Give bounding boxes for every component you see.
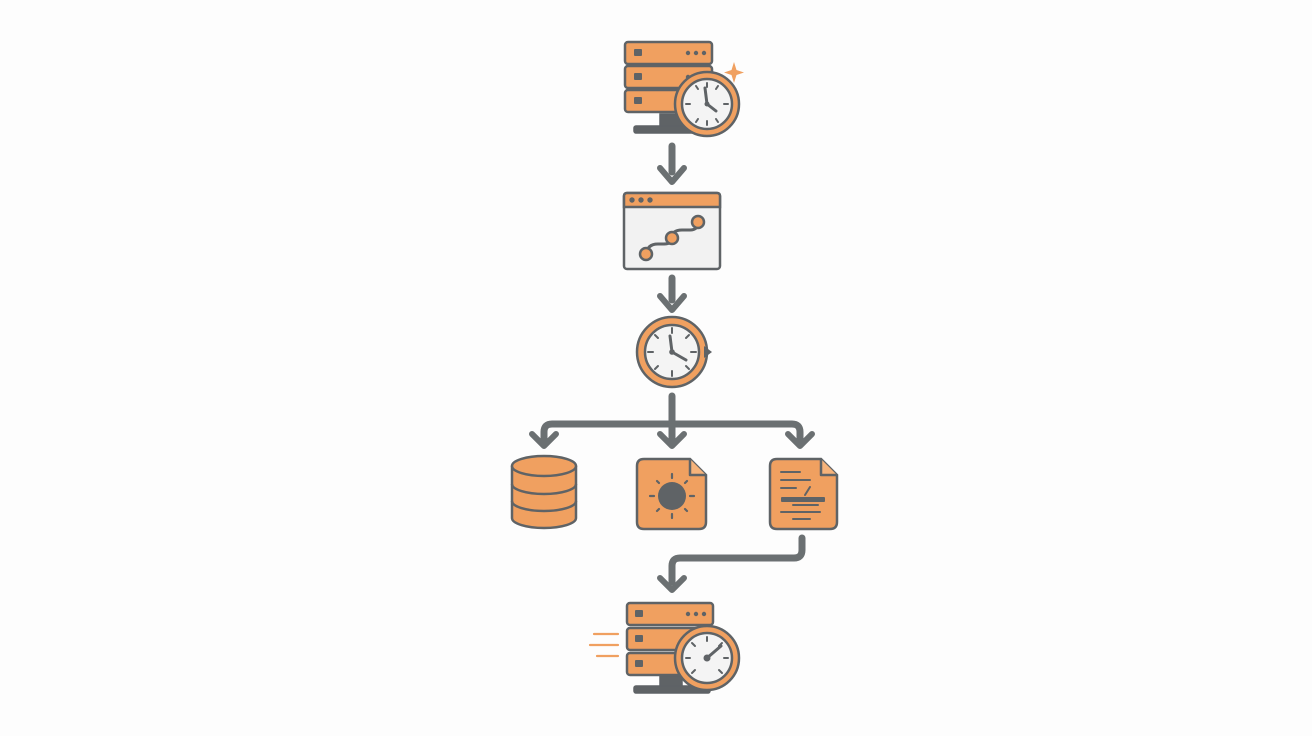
edge-clock-to-image-file — [657, 431, 687, 449]
speed-lines-icon — [588, 632, 620, 658]
clock-badge-icon — [673, 70, 741, 138]
image-file-icon — [635, 457, 708, 531]
database-icon — [510, 454, 578, 530]
edge-server-to-workflow — [657, 142, 687, 185]
speedometer-badge-icon — [673, 624, 741, 692]
edge-clock-to-database — [529, 431, 559, 449]
workflow-window-icon — [622, 191, 722, 271]
edge-document-to-fast-server — [657, 534, 806, 593]
edge-workflow-to-clock — [657, 274, 687, 313]
sparkle-icon — [724, 62, 744, 83]
server-clock-icon — [623, 40, 744, 138]
document-icon — [768, 457, 839, 531]
edge-clock-split — [540, 392, 804, 444]
connectors — [529, 142, 815, 593]
edge-clock-to-document — [785, 431, 815, 449]
clock-cycle-icon — [635, 315, 712, 389]
server-speedometer-icon — [588, 601, 741, 694]
